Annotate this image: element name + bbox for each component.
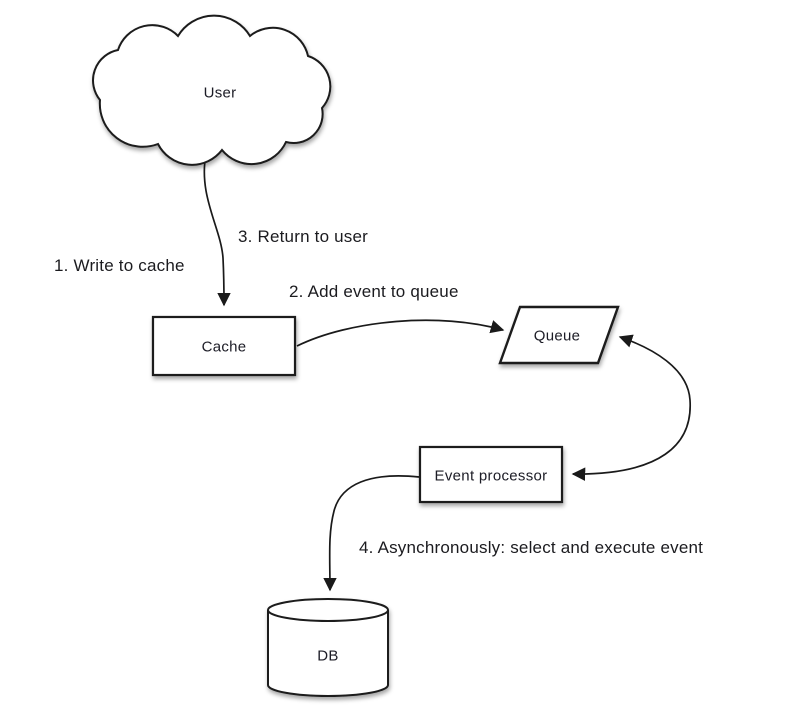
edge-event-processor-to-db <box>323 475 420 592</box>
cache-box-shape <box>151 315 297 377</box>
user-node-label: User <box>203 84 237 102</box>
connectors <box>203 153 691 592</box>
db-node-label: DB <box>317 647 339 665</box>
db-cylinder-shape <box>267 598 389 697</box>
step4-label: 4. Asynchronously: select and execute ev… <box>359 538 704 557</box>
queue-node-label: Queue <box>533 327 581 345</box>
edge-cache-to-queue <box>296 319 505 347</box>
cache-node-label: Cache <box>201 338 247 356</box>
event-processor-box-shape <box>418 445 564 504</box>
user-cloud-shape <box>92 14 332 166</box>
event-processor-node-label: Event processor <box>434 467 548 485</box>
edge-user-to-cache <box>203 153 231 307</box>
queue-parallelogram-shape <box>498 305 620 365</box>
step3-label: 3. Return to user <box>238 227 369 246</box>
edge-queue-event-processor <box>571 334 691 481</box>
step2-label: 2. Add event to queue <box>289 282 459 301</box>
step1-label: 1. Write to cache <box>54 256 185 275</box>
